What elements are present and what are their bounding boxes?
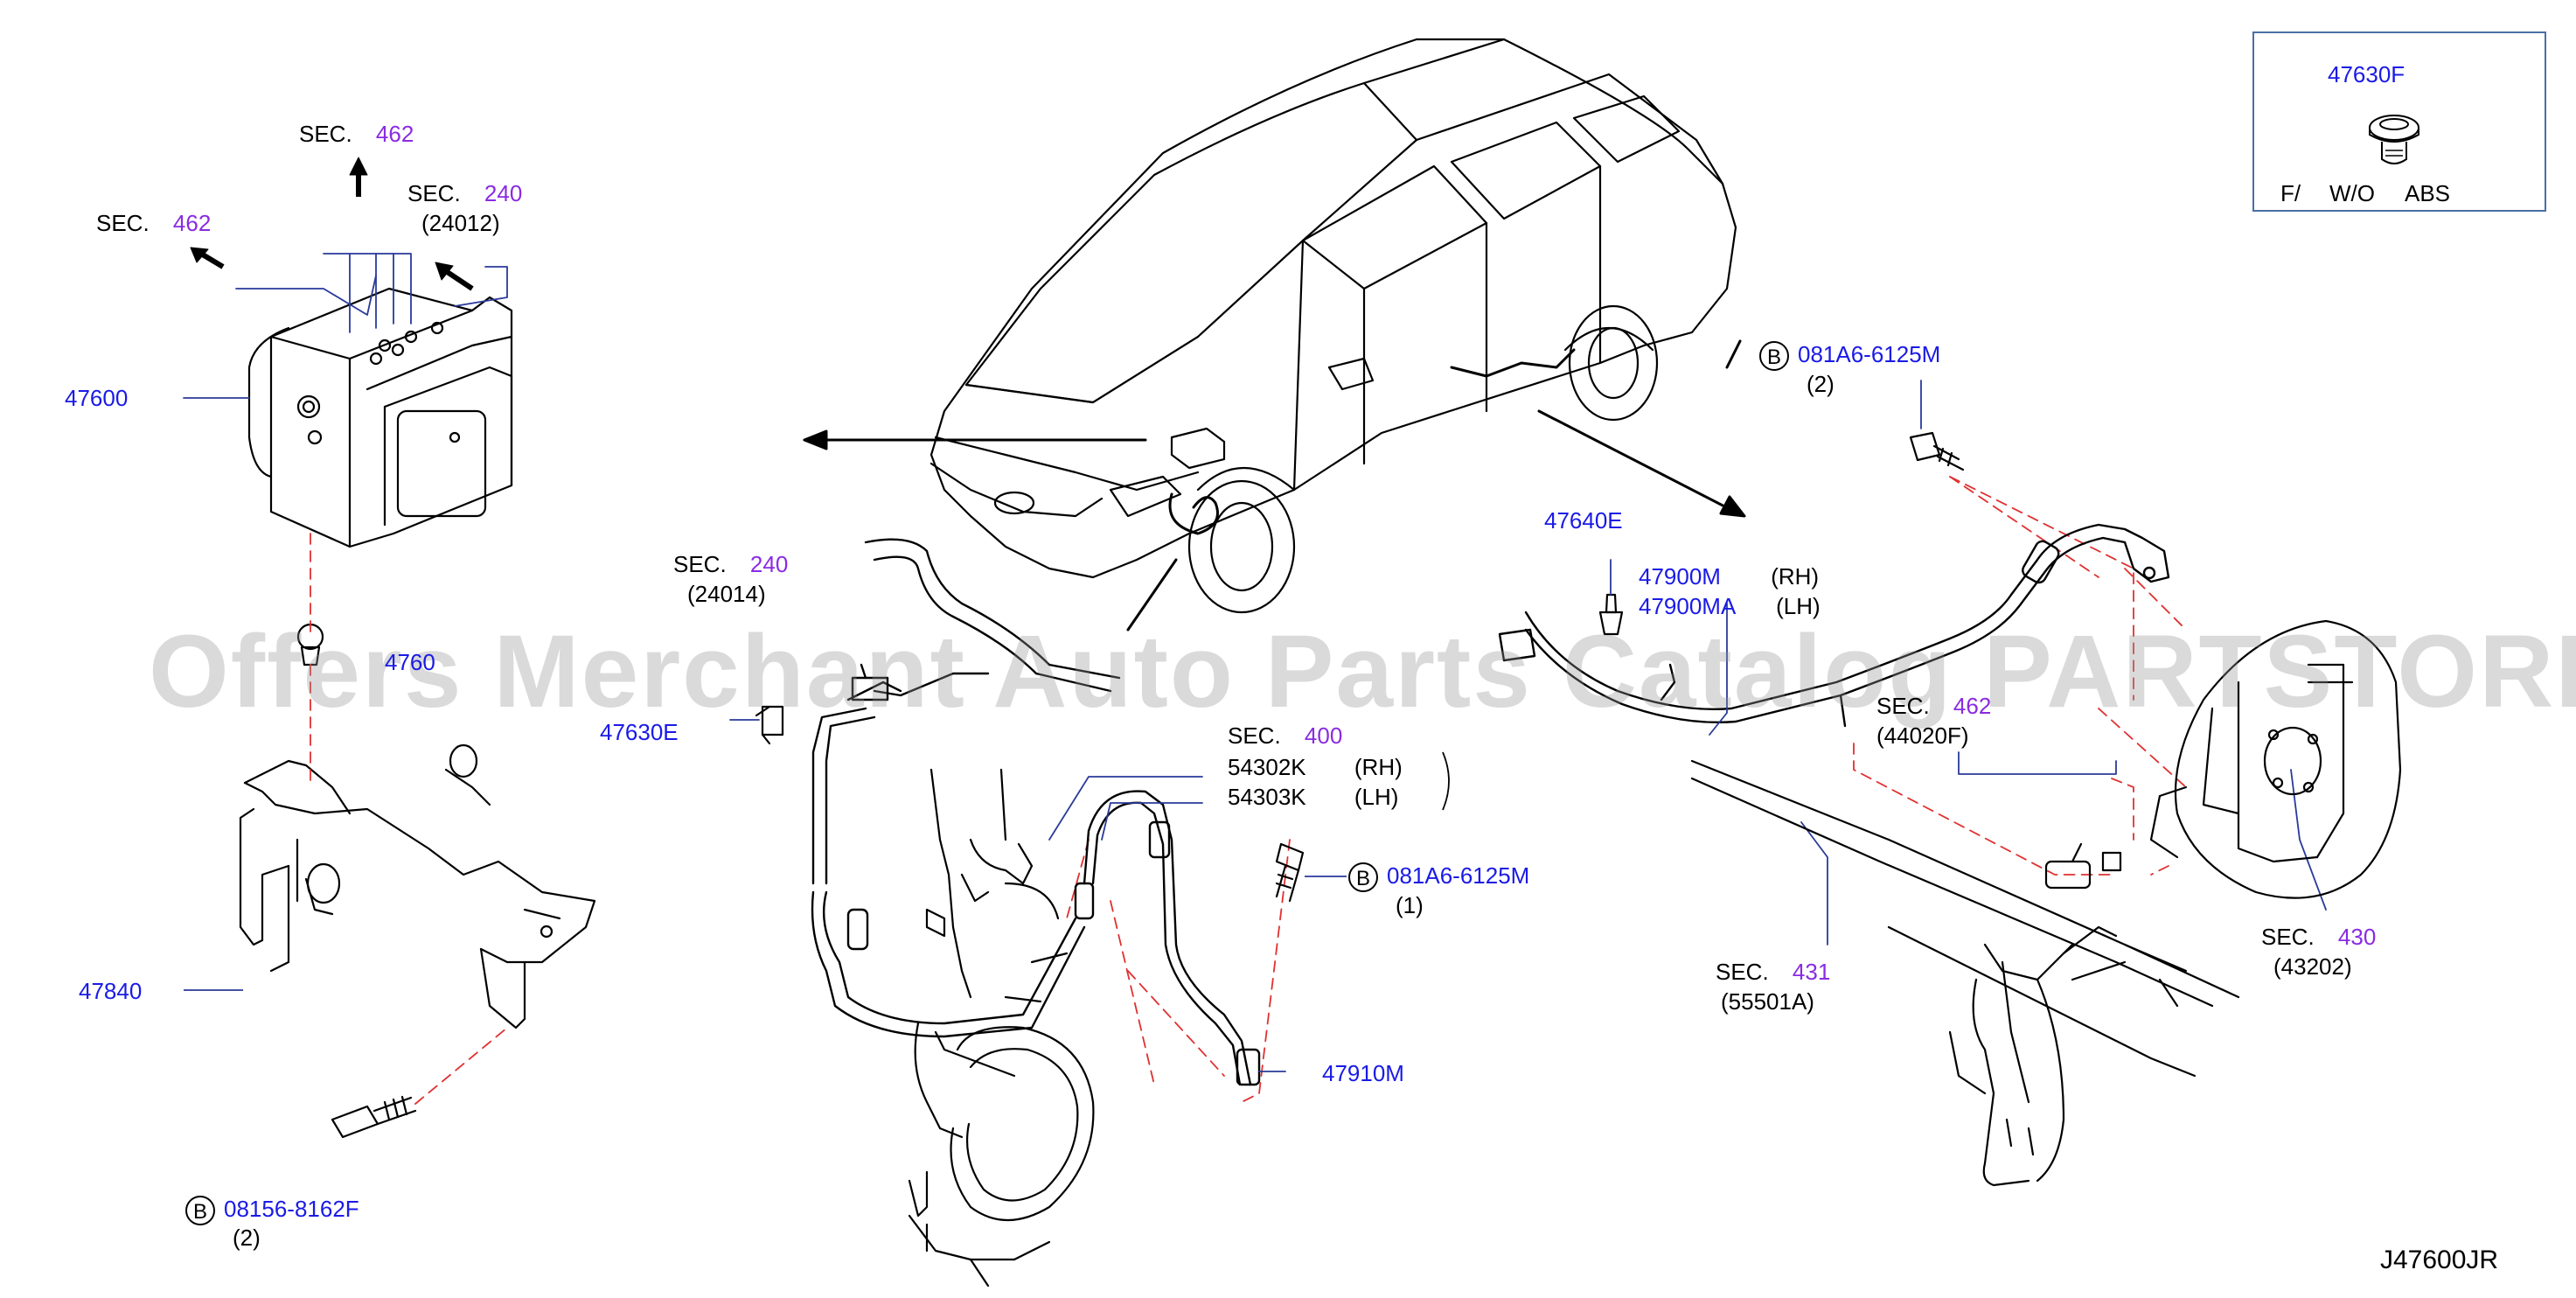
b-marker: B <box>1348 862 1378 893</box>
steering-knuckle <box>908 768 1095 1288</box>
bolt-08156: B 08156-8162F <box>185 1196 359 1226</box>
knuckle-part[interactable]: 54302K <box>1228 754 1306 780</box>
sec-number-link[interactable]: 430 <box>2337 924 2377 950</box>
part-47910m[interactable]: 47910M <box>1322 1060 1404 1086</box>
side-label: (LH) <box>1354 784 1399 810</box>
inset-note-f: F/ <box>2280 180 2301 206</box>
b-marker: B <box>1759 341 1789 372</box>
side-label: (RH) <box>1354 754 1403 780</box>
sec-number-link[interactable]: 462 <box>375 121 414 147</box>
car-illustration <box>929 38 1737 614</box>
bracket-bolt <box>331 1095 417 1139</box>
abs-actuator <box>247 287 513 548</box>
bolt-081a6-front: B 081A6-6125M <box>1348 862 1530 893</box>
bolt-part-link[interactable]: 081A6-6125M <box>1798 341 1941 367</box>
sec431-sub: (55501A) <box>1721 988 1814 1015</box>
sec430: SEC. 430 <box>2261 924 2376 950</box>
bolt-081a6-front-qty: (1) <box>1396 892 1424 918</box>
sec430-sub: (43202) <box>2273 953 2352 980</box>
sec462-top: SEC. 462 <box>299 121 414 147</box>
part-47608-partial[interactable]: 4760 <box>385 649 435 675</box>
section-arrows <box>190 157 474 291</box>
b-marker: B <box>185 1196 215 1226</box>
sec-number-link[interactable]: 400 <box>1304 722 1343 749</box>
inset-part-label[interactable]: 47630F <box>2328 61 2405 87</box>
part-47900m: 47900M (RH) <box>1639 563 1819 590</box>
sec-prefix: SEC. <box>299 121 352 147</box>
side-label: (RH) <box>1771 563 1820 590</box>
sec240-mid: SEC. 240 <box>673 551 788 577</box>
brake-assembly <box>2149 619 2402 899</box>
sec-prefix: SEC. <box>2261 924 2315 950</box>
knuckle-rh: 54302K (RH) <box>1228 754 1403 780</box>
bracket-brace <box>1442 751 1450 811</box>
sec-number-link[interactable]: 240 <box>749 551 789 577</box>
sensor-bolt-rear <box>1909 380 1965 471</box>
actuator-bracket <box>239 623 596 1029</box>
sec431: SEC. 431 <box>1716 959 1830 985</box>
bolt-081a6-rear-qty: (2) <box>1807 371 1835 397</box>
actuator-leader-lines <box>183 253 508 399</box>
sec240-top-sub: (24012) <box>421 210 500 236</box>
inset-box: 47630F F/ W/O ABS <box>2252 31 2546 212</box>
part-47630e[interactable]: 47630E <box>600 719 679 745</box>
diagram-id: J47600JR <box>2380 1246 2499 1274</box>
rear-leaders <box>1258 603 2327 1072</box>
bolt-08156-qty: (2) <box>233 1225 261 1251</box>
clip-47630e <box>729 705 784 745</box>
side-label: (LH) <box>1776 593 1821 619</box>
sec-number-link[interactable]: 462 <box>1953 693 1992 719</box>
clip-47640e <box>1598 559 1624 636</box>
sec462-rear: SEC. 462 <box>1876 693 1991 719</box>
sec462-left: SEC. 462 <box>96 210 211 236</box>
rear-axle <box>1690 759 2240 1187</box>
sec-prefix: SEC. <box>673 551 727 577</box>
sec-prefix: SEC. <box>96 210 150 236</box>
bolt-part-link[interactable]: 081A6-6125M <box>1387 862 1530 889</box>
part-47900ma: 47900MA (LH) <box>1639 593 1821 619</box>
part-47640e[interactable]: 47640E <box>1544 507 1623 534</box>
leader-47840 <box>184 989 243 991</box>
bolt-081a6-rear: B 081A6-6125M <box>1759 341 1941 372</box>
knuckle-lh: 54303K (LH) <box>1228 784 1398 810</box>
leader-bolt-front <box>1305 876 1347 877</box>
sec400-leaders <box>1048 776 1203 841</box>
sec462-rear-sub: (44020F) <box>1876 722 1969 749</box>
sec-number-link[interactable]: 462 <box>172 210 212 236</box>
sec400: SEC. 400 <box>1228 722 1342 749</box>
watermark: Offers Merchant Auto Parts Catalog PARTS… <box>149 614 2576 729</box>
part-47600[interactable]: 47600 <box>65 385 129 411</box>
pointer-arrows <box>803 409 1746 632</box>
knuckle-part[interactable]: 54303K <box>1228 784 1306 810</box>
harness-part-link[interactable]: 47900MA <box>1639 593 1735 619</box>
sec-number-link[interactable]: 431 <box>1792 959 1831 985</box>
inset-note-wo: W/O <box>2329 180 2375 206</box>
sec240-top: SEC. 240 <box>407 180 522 206</box>
bolt-part-link[interactable]: 08156-8162F <box>224 1196 359 1222</box>
sec-prefix: SEC. <box>1716 959 1769 985</box>
inset-note-abs: ABS <box>2405 180 2451 206</box>
plug-icon <box>2369 115 2419 164</box>
install-leaders <box>310 476 2187 1105</box>
rear-harness <box>1498 339 2170 728</box>
part-47840[interactable]: 47840 <box>79 978 143 1004</box>
sec240-mid-sub: (24014) <box>687 581 766 607</box>
sec-prefix: SEC. <box>407 180 461 206</box>
sensor-bolt-front <box>1275 842 1305 903</box>
harness-part-link[interactable]: 47900M <box>1639 563 1721 590</box>
sec-prefix: SEC. <box>1228 722 1281 749</box>
sec-prefix: SEC. <box>1876 693 1930 719</box>
sec-number-link[interactable]: 240 <box>484 180 523 206</box>
